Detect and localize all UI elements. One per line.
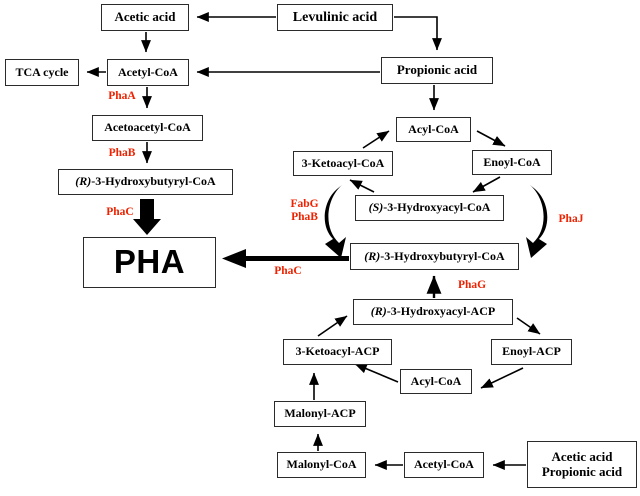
- node-label: Malonyl-CoA: [286, 457, 357, 472]
- enzyme-label-phaA: PhaA: [108, 90, 136, 102]
- node-ketoacyl-coa: 3-Ketoacyl-CoA: [293, 151, 393, 176]
- enzyme-label-phaJ: PhaJ: [558, 213, 584, 225]
- node-label: (R)-3-Hydroxybutyryl-CoA: [364, 248, 505, 263]
- node-acetyl-coa-bottom: Acetyl-CoA: [404, 452, 484, 478]
- node-label: PHA: [113, 243, 186, 281]
- node-label: (R)-3-Hydroxybutyryl-CoA: [75, 174, 216, 189]
- enzyme-label-phaG: PhaG: [457, 279, 487, 291]
- node-label: (R)-3-Hydroxyacyl-ACP: [370, 304, 496, 319]
- node-label: Enoyl-ACP: [502, 344, 561, 359]
- node-hydroxybutyryl-coa-left: (R)-3-Hydroxybutyryl-CoA: [58, 169, 233, 195]
- node-acyl-coa-mid: Acyl-CoA: [396, 117, 471, 142]
- node-malonyl-acp: Malonyl-ACP: [274, 401, 366, 427]
- stereo-prefix: (R): [364, 248, 381, 263]
- node-ketoacyl-acp: 3-Ketoacyl-ACP: [283, 339, 392, 365]
- node-acyl-coa-bottom: Acyl-CoA: [400, 369, 472, 394]
- node-acetyl-coa-left: Acetyl-CoA: [107, 59, 189, 86]
- node-hydroxyacyl-coa-s: (S)-3-Hydroxyacyl-CoA: [355, 195, 504, 221]
- arrow-acylcoa-to-enoylcoa: [476, 130, 506, 147]
- node-label: 3-Ketoacyl-CoA: [301, 155, 385, 170]
- arrow-phaj-curved: [526, 185, 548, 258]
- node-label: TCA cycle: [15, 64, 69, 79]
- stereo-prefix: (S): [368, 200, 384, 215]
- node-label: Acyl-CoA: [410, 373, 462, 388]
- arrow-enoylcoa-to-hydroxyacylcoa: [472, 176, 501, 193]
- node-pha: PHA: [83, 237, 216, 288]
- node-label: (S)-3-Hydroxyacyl-CoA: [368, 200, 491, 215]
- node-malonyl-coa: Malonyl-CoA: [277, 452, 366, 478]
- node-hydroxybutyryl-coa-mid: (R)-3-Hydroxybutyryl-CoA: [350, 243, 519, 270]
- node-label: Acetic acid: [114, 9, 176, 25]
- enzyme-label-phaC-left: PhaC: [106, 206, 134, 218]
- node-enoyl-acp: Enoyl-ACP: [491, 339, 572, 365]
- arrow-hydroxyacylcoa-to-ketoacylcoa: [349, 179, 375, 193]
- stereo-prefix: (R): [370, 304, 387, 319]
- enzyme-label-phaB: PhaB: [108, 147, 136, 159]
- node-acetoacetyl-coa: Acetoacetyl-CoA: [92, 115, 203, 141]
- arrow-levulinic-to-propionic: [394, 16, 442, 51]
- arrow-ketoacylcoa-to-acylcoa: [362, 130, 390, 149]
- node-label: Propionic acid: [396, 62, 478, 78]
- stereo-prefix: (R): [75, 174, 92, 189]
- node-label: Acetoacetyl-CoA: [104, 120, 191, 135]
- node-label: Malonyl-ACP: [284, 406, 356, 421]
- arrow-ketoacylacp-to-hydroxyacylacp: [317, 315, 348, 337]
- node-tca-cycle: TCA cycle: [5, 59, 79, 86]
- arrow-hydroxyacylacp-to-enoylacp: [516, 317, 541, 335]
- node-label: Enoyl-CoA: [483, 154, 541, 169]
- enzyme-label-phaC-mid: PhaC: [274, 265, 302, 277]
- node-enoyl-coa: Enoyl-CoA: [472, 150, 552, 175]
- arrow-acylcoa-bottom-to-ketoacylacp: [354, 363, 399, 383]
- node-label: Acetyl-CoA: [118, 64, 178, 79]
- node-levulinic-acid: Levulinic acid: [277, 4, 393, 31]
- enzyme-label-fabG-phaB: FabG PhaB: [290, 198, 319, 224]
- node-label: Levulinic acid: [292, 9, 378, 25]
- node-hydroxyacyl-acp-r: (R)-3-Hydroxyacyl-ACP: [353, 299, 513, 325]
- node-label: Acyl-CoA: [408, 121, 459, 136]
- arrow-enoylacp-to-acylcoa-bottom: [480, 367, 524, 389]
- node-label: 3-Ketoacyl-ACP: [295, 344, 380, 359]
- node-label: Acetyl-CoA: [414, 457, 474, 472]
- node-propionic-acid: Propionic acid: [381, 57, 493, 84]
- node-acetic-acid-top: Acetic acid: [101, 4, 189, 31]
